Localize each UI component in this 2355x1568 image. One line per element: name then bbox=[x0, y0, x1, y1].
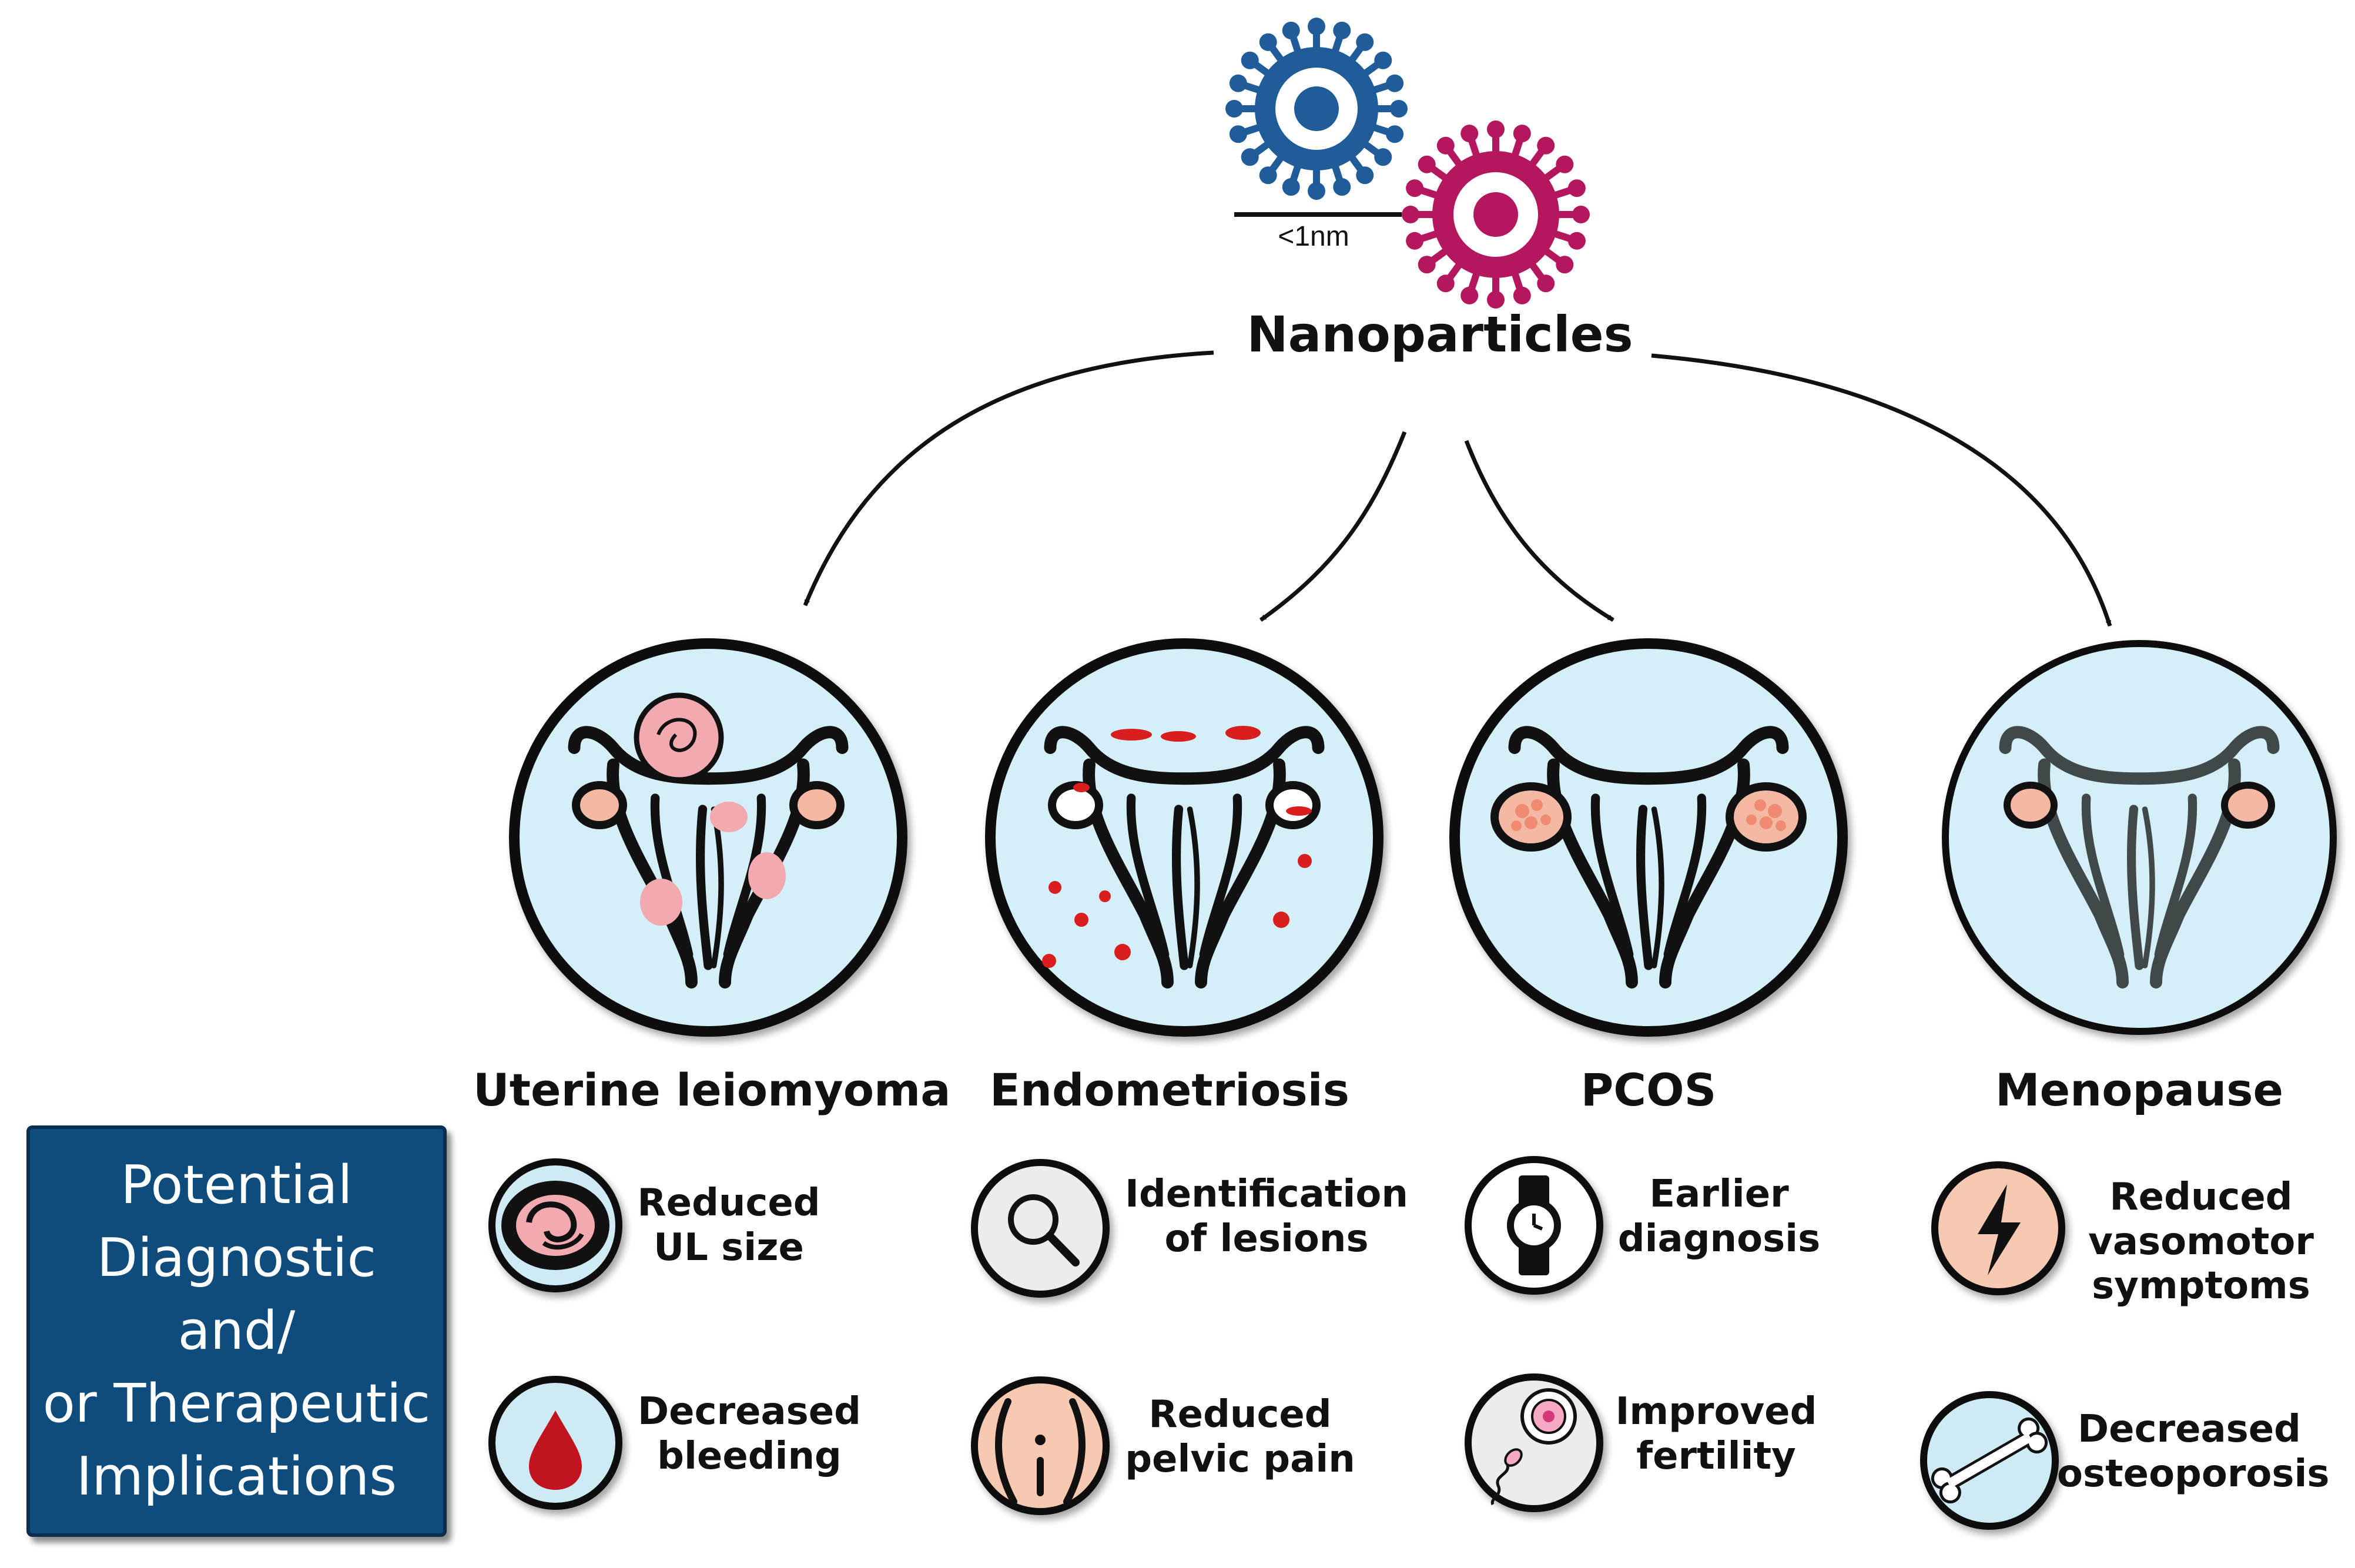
spike-tip bbox=[1406, 232, 1424, 250]
blood-drop-icon bbox=[488, 1376, 622, 1510]
spike-tip bbox=[1259, 33, 1277, 51]
organ-circle-pcos bbox=[1449, 638, 1848, 1037]
spike-tip bbox=[1406, 179, 1424, 197]
spike-tip bbox=[1356, 166, 1374, 185]
spike-tip bbox=[1567, 179, 1586, 197]
spike-tip bbox=[1386, 125, 1404, 143]
spike-tip bbox=[1537, 274, 1555, 293]
spike-tip bbox=[1374, 148, 1392, 166]
nanoparticle-pink-icon bbox=[1402, 120, 1590, 309]
spike-tip bbox=[1436, 274, 1455, 293]
spike-tip bbox=[1460, 125, 1479, 143]
arrows bbox=[803, 350, 2112, 627]
spike-tip bbox=[1374, 51, 1392, 69]
spike-tip bbox=[1241, 148, 1259, 166]
fibroid-large bbox=[634, 692, 724, 783]
endometrial-lesions bbox=[1042, 726, 1312, 968]
spike-tip bbox=[1229, 74, 1247, 92]
wristwatch-icon bbox=[1465, 1156, 1603, 1295]
fibroid-cross-section-icon bbox=[488, 1158, 622, 1292]
arrow-to-pcos bbox=[1464, 440, 1614, 622]
spike-tip bbox=[1386, 74, 1404, 92]
spike-tip bbox=[1282, 178, 1300, 196]
spike-tip bbox=[1259, 166, 1277, 185]
spike-tip bbox=[1487, 120, 1505, 138]
organ-circle-endometriosis bbox=[985, 638, 1383, 1037]
fibroid-small-1 bbox=[710, 802, 748, 832]
spike-tip bbox=[1308, 182, 1325, 200]
implications-text: Potential Diagnostic and/ or Therapeutic… bbox=[42, 1154, 431, 1508]
spike-tip bbox=[1487, 291, 1505, 309]
nanoparticles-title: Nanoparticles bbox=[1247, 306, 1633, 363]
spike-tip bbox=[1390, 100, 1408, 118]
disease-label-pcos: PCOS bbox=[1580, 1064, 1717, 1116]
spike-tip bbox=[1556, 155, 1574, 173]
spike-tip bbox=[1402, 206, 1419, 223]
disease-label-leiomyoma: Uterine leiomyoma bbox=[473, 1064, 951, 1116]
spike-tip bbox=[1282, 21, 1300, 39]
disease-label-menopause: Menopause bbox=[1995, 1064, 2284, 1116]
spike-tip bbox=[1537, 136, 1555, 155]
spike-tip bbox=[1513, 286, 1531, 304]
spike-tip bbox=[1436, 136, 1455, 155]
organ-circle-leiomyoma bbox=[509, 638, 907, 1037]
sperm-egg-icon bbox=[1465, 1373, 1603, 1512]
pelvis-pain-icon bbox=[971, 1376, 1110, 1515]
spike-tip bbox=[1241, 51, 1259, 69]
spike-tip bbox=[1356, 33, 1374, 51]
implications-box: Potential Diagnostic and/ or Therapeutic… bbox=[26, 1125, 447, 1537]
spike-tip bbox=[1513, 125, 1531, 143]
scale-label: <1nm bbox=[1278, 221, 1349, 252]
spike-tip bbox=[1556, 256, 1574, 274]
arrow-to-endometriosis bbox=[1259, 431, 1407, 622]
spike-tip bbox=[1567, 232, 1586, 250]
fibroid-small-3 bbox=[748, 852, 786, 899]
spike-tip bbox=[1308, 18, 1325, 35]
fibroid-small-2 bbox=[640, 879, 682, 926]
spike-tip bbox=[1333, 178, 1351, 196]
ovary-right bbox=[789, 781, 845, 829]
arrow-to-menopause bbox=[1651, 353, 2112, 627]
spike-tip bbox=[1225, 100, 1243, 118]
disease-label-endometriosis: Endometriosis bbox=[990, 1064, 1349, 1116]
organ-circle-menopause bbox=[1942, 640, 2337, 1035]
spike-tip bbox=[1460, 286, 1479, 304]
spike-tip bbox=[1572, 206, 1590, 223]
arrow-to-leiomyoma bbox=[803, 350, 1214, 607]
lightning-icon bbox=[1931, 1161, 2065, 1295]
spike-tip bbox=[1418, 155, 1436, 173]
bone-icon bbox=[1920, 1391, 2059, 1530]
nanoparticle-blue-icon bbox=[1225, 18, 1408, 200]
spike-tip bbox=[1418, 256, 1436, 274]
spike-tip bbox=[1333, 21, 1351, 39]
ovary-left bbox=[572, 781, 627, 829]
spike-tip bbox=[1229, 125, 1247, 143]
magnifier-icon bbox=[971, 1159, 1110, 1298]
